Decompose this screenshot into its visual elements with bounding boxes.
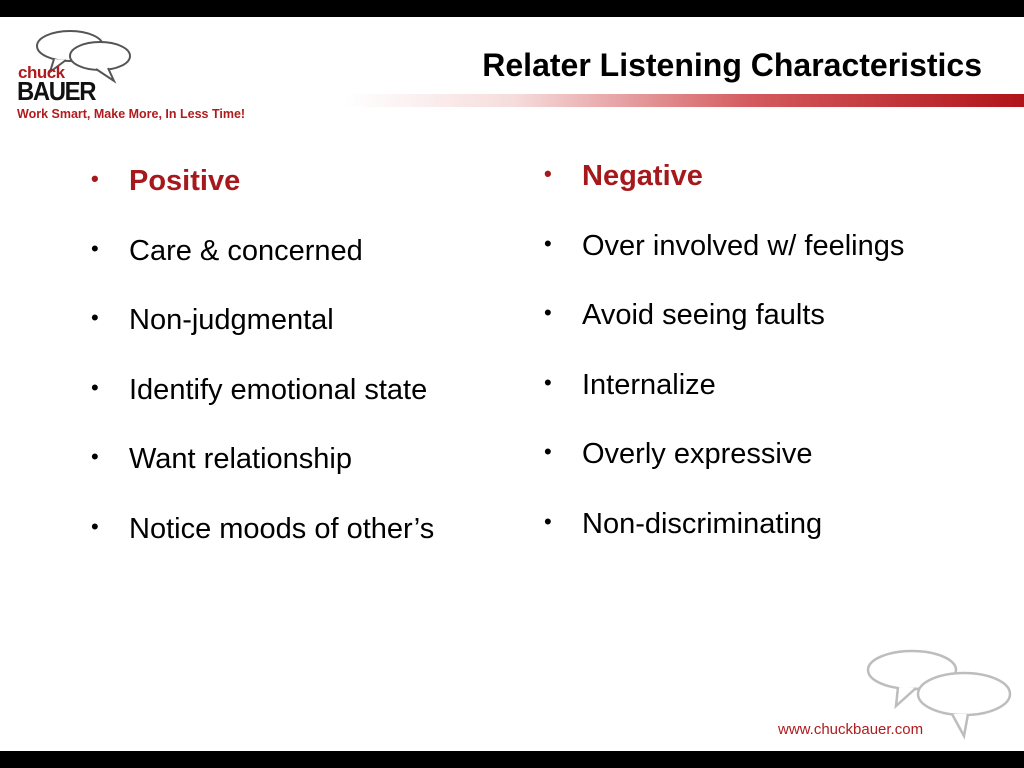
list-item-text: Avoid seeing faults: [582, 299, 825, 332]
positive-heading: • Positive: [91, 165, 434, 237]
bullet-icon: •: [544, 508, 552, 534]
slide-title: Relater Listening Characteristics: [482, 47, 982, 83]
logo-chuck-text: chuck: [18, 63, 65, 82]
list-item-text: Overly expressive: [582, 438, 813, 471]
logo-bauer-text: BAUER: [17, 76, 97, 106]
list-item-text: Notice moods of other’s: [129, 512, 435, 545]
bullet-icon: •: [91, 235, 99, 261]
bullet-icon: •: [91, 305, 99, 331]
chuck-bauer-logo: chuck BAUER Work Smart, Make More, In Le…: [14, 26, 264, 126]
list-item: • Avoid seeing faults: [544, 299, 904, 371]
list-item-text: Identify emotional state: [129, 373, 428, 406]
list-item: • Identify emotional state: [91, 373, 434, 446]
list-item: • Non-judgmental: [91, 304, 434, 376]
list-item: • Over involved w/ feelings: [544, 229, 905, 302]
list-item-text: Over involved w/ feelings: [582, 229, 905, 262]
list-item: • Want relationship: [91, 443, 434, 515]
list-item: • Internalize: [544, 368, 904, 441]
list-item: • Overly expressive: [544, 438, 904, 510]
list-item-text: Care & concerned: [129, 234, 363, 267]
bullet-icon: •: [544, 230, 552, 256]
speech-bubbles-icon: [36, 30, 131, 84]
bullet-icon: •: [544, 300, 552, 326]
list-item-text: Non-discriminating: [582, 507, 823, 540]
negative-list: • Negative • Over involved w/ feelings • Av…: [544, 160, 905, 580]
bullet-icon: •: [91, 444, 99, 470]
list-item: • Non-discriminating: [544, 507, 904, 580]
speech-bubbles-icon: [866, 649, 1012, 740]
bullet-icon: •: [91, 166, 99, 191]
list-item-text: Internalize: [582, 368, 716, 401]
list-item-text: Want relationship: [129, 443, 352, 476]
bullet-icon: •: [91, 513, 99, 539]
title-gradient-rule: [345, 94, 1024, 107]
bottom-black-bar: [0, 751, 1024, 768]
bullet-icon: •: [91, 374, 99, 400]
positive-list: • Positive • Care & concerned • Non-judgmen…: [91, 165, 435, 585]
bullet-icon: •: [544, 439, 552, 465]
bullet-icon: •: [544, 369, 552, 395]
negative-heading: • Negative: [544, 160, 904, 232]
top-black-bar: [0, 0, 1024, 17]
list-item-text: Non-judgmental: [129, 304, 334, 337]
list-item-text: Positive: [129, 165, 241, 197]
list-item: • Notice moods of other’s: [91, 512, 435, 585]
bullet-icon: •: [544, 161, 552, 186]
list-item: • Care & concerned: [91, 234, 434, 307]
logo-tagline: Work Smart, Make More, In Less Time!: [17, 107, 246, 121]
list-item-text: Negative: [582, 160, 703, 192]
website-link[interactable]: www.chuckbauer.com: [778, 721, 924, 738]
